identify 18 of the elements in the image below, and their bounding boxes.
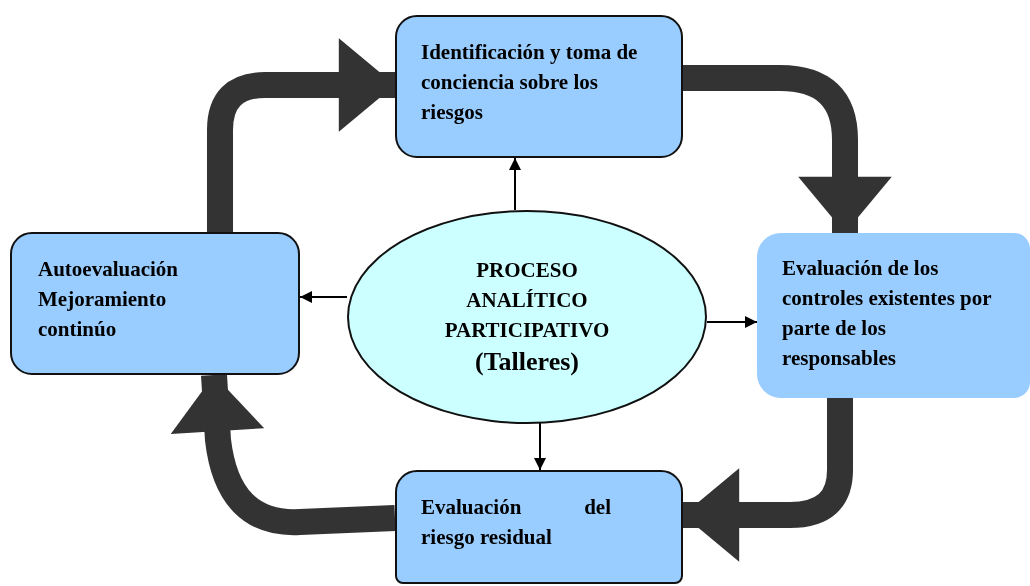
node-label: Evaluación del riesgo residual [421, 494, 611, 551]
curved-arrow [207, 38, 395, 232]
curved-arrow [683, 398, 853, 562]
process-box [395, 15, 683, 158]
node-label: Identificación y toma de conciencia sobre los riesgos [421, 39, 639, 126]
process-box [395, 470, 683, 584]
arrow [534, 422, 546, 471]
arrow [509, 157, 521, 211]
node-label: PROCESO ANALÍTICO PARTICIPATIVO [443, 257, 611, 344]
node-label: Evaluación de los controles existentes por parte de los responsables [782, 255, 993, 372]
process-box [757, 233, 1030, 398]
node-label: Autoevaluación Mejoramiento continúo [38, 256, 179, 343]
node-label: (Talleres) [474, 346, 580, 378]
curved-arrow [170, 374, 396, 536]
curved-arrow [683, 65, 892, 233]
arrow [299, 291, 348, 303]
arrow [706, 316, 758, 328]
process-box [10, 232, 300, 375]
